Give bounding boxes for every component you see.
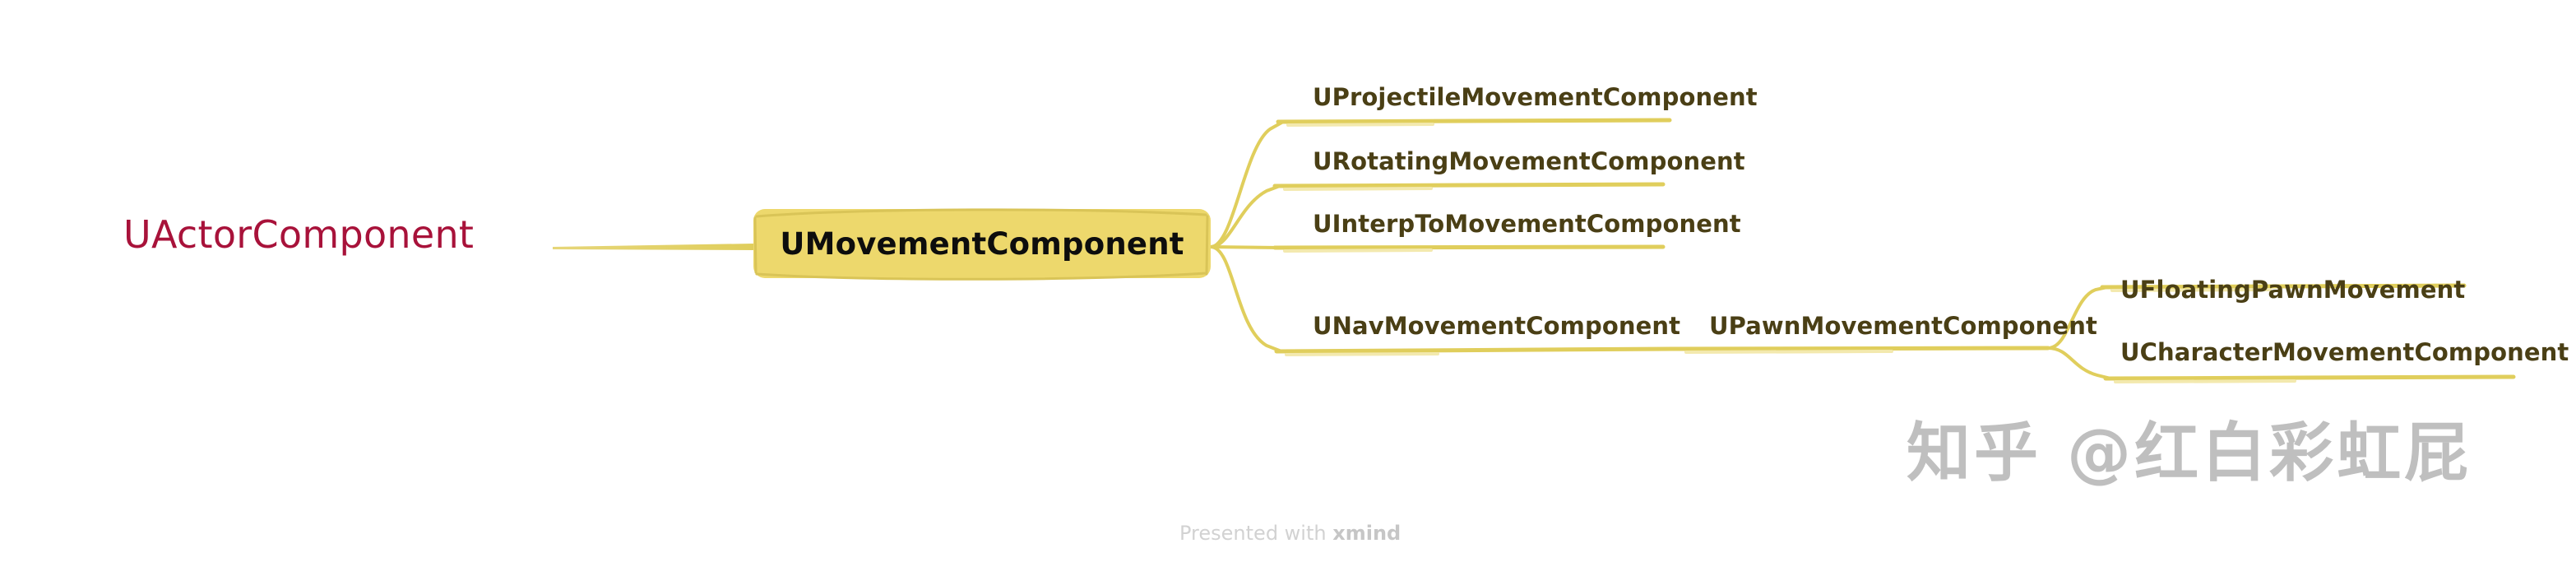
- wire-pawn-to-character: [2046, 346, 2112, 380]
- underline-nav: [1274, 346, 1677, 354]
- underline-character-highlight: [2114, 379, 2296, 383]
- center-topic-umovementcomponent[interactable]: UMovementComponent: [753, 208, 1211, 281]
- underline-pawn-highlight: [1684, 350, 1893, 354]
- wire-root-to-center: [553, 244, 753, 250]
- center-topic-sketch-border: [753, 208, 1209, 281]
- footer-credit: Presented with xmind: [1179, 523, 1401, 543]
- topic-ucharactermovementcomponent[interactable]: UCharacterMovementComponent: [2120, 338, 2569, 366]
- center-topic-plate: [753, 209, 1211, 278]
- topic-urotatingmovementcomponent[interactable]: URotatingMovementComponent: [1313, 147, 1745, 175]
- topic-upawnmovementcomponent[interactable]: UPawnMovementComponent: [1709, 312, 2097, 340]
- topic-unavmovementcomponent[interactable]: UNavMovementComponent: [1313, 312, 1681, 340]
- underline-interpto-highlight: [1283, 249, 1433, 253]
- underline-rotating: [1272, 182, 1666, 188]
- wire-center-to-nav: [1209, 245, 1283, 353]
- underline-character: [2103, 374, 2516, 381]
- topic-ufloatingpawnmovement[interactable]: UFloatingPawnMovement: [2120, 276, 2466, 304]
- underline-nav-highlight: [1285, 352, 1439, 356]
- footer-credit-prefix: Presented with: [1179, 522, 1333, 545]
- underline-projectile-highlight: [1286, 123, 1434, 127]
- topic-uprojectilemovementcomponent[interactable]: UProjectileMovementComponent: [1313, 83, 1758, 111]
- root-topic-uactorcomponent[interactable]: UActorComponent: [123, 212, 475, 257]
- wire-center-to-interpto: [1209, 245, 1281, 249]
- underline-projectile: [1276, 118, 1672, 124]
- underline-rotating-highlight: [1283, 187, 1433, 191]
- zhihu-watermark: 知乎 @红白彩虹屁: [1907, 416, 2472, 490]
- topic-uinterptomovementcomponent[interactable]: UInterpToMovementComponent: [1313, 210, 1741, 238]
- center-topic-label: UMovementComponent: [780, 225, 1184, 262]
- footer-credit-brand: xmind: [1332, 522, 1402, 545]
- wire-center-to-projectile: [1209, 120, 1285, 249]
- underline-interpto: [1272, 244, 1666, 250]
- wire-center-to-rotating: [1209, 184, 1281, 249]
- underline-pawn: [1672, 346, 2050, 351]
